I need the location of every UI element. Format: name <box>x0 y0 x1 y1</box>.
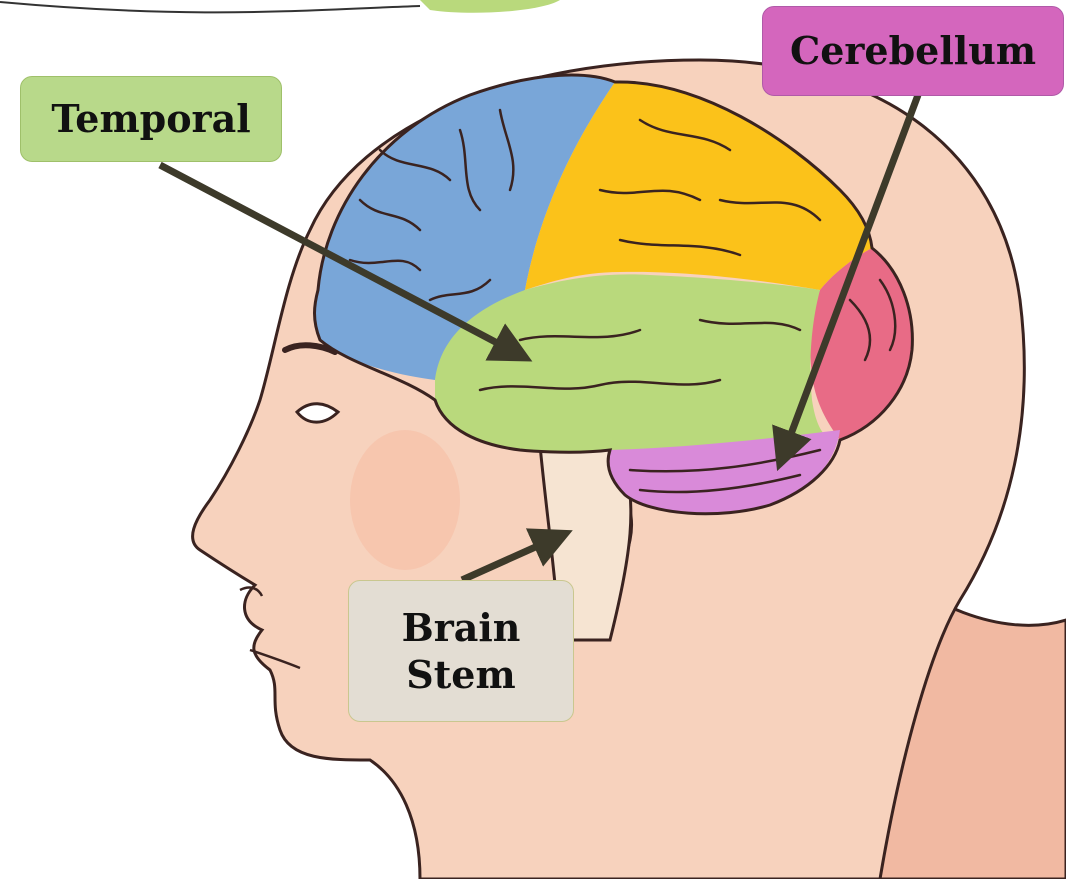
temporal-label: Temporal <box>20 76 282 162</box>
temporal-label-text: Temporal <box>51 95 250 143</box>
cheek-blush <box>350 430 460 570</box>
cerebellum-label: Cerebellum <box>762 6 1064 96</box>
brain-stem-label-line1: Brain <box>402 604 521 652</box>
brain-stem-label-line2: Stem <box>406 651 515 699</box>
top-green-accent <box>420 0 560 13</box>
cerebellum-label-text: Cerebellum <box>790 27 1036 75</box>
brain-stem-label: Brain Stem <box>348 580 574 722</box>
top-border-curve <box>0 2 420 12</box>
